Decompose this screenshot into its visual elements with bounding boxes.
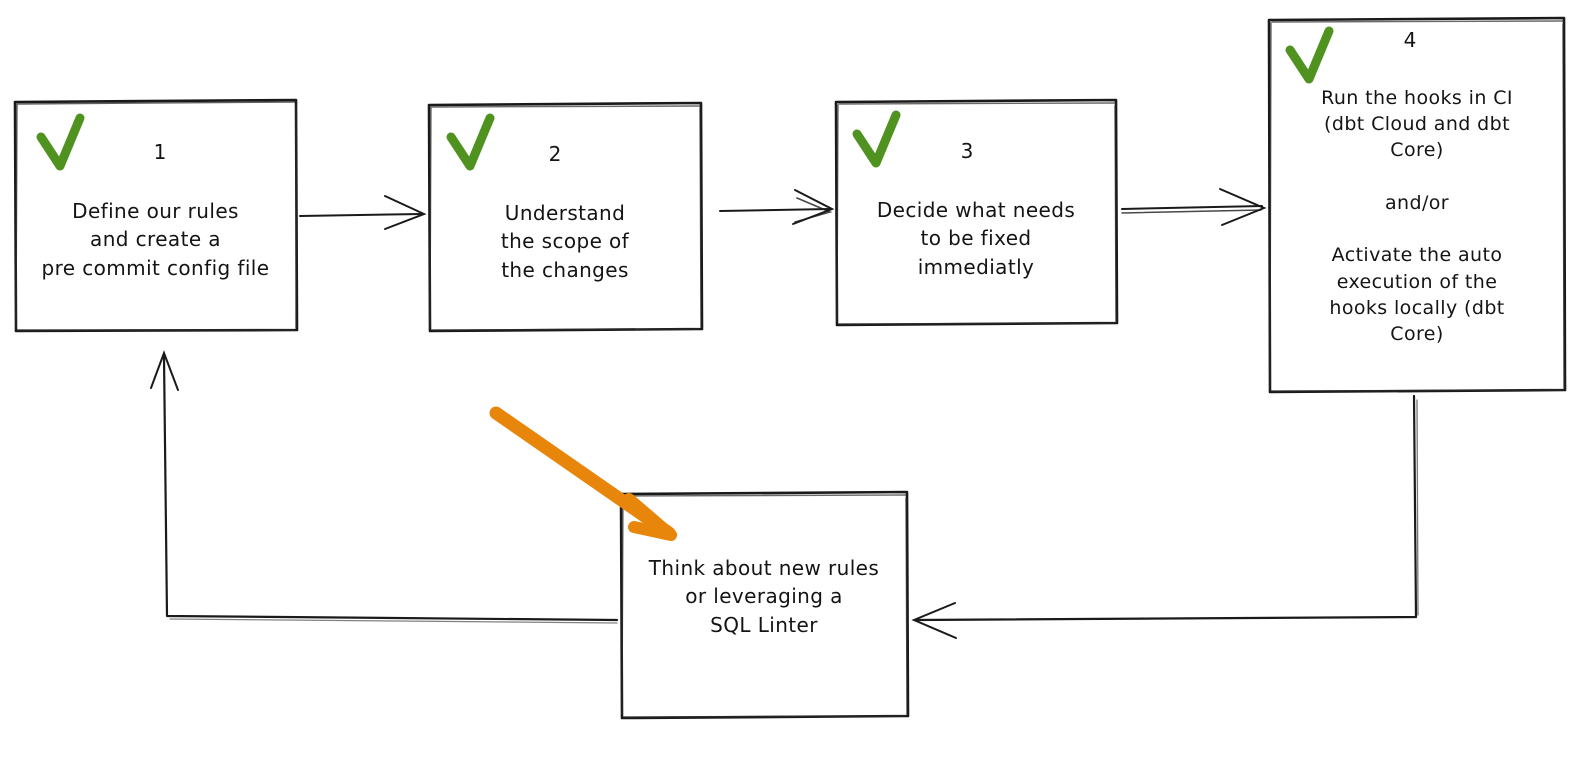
node-step-loop-outline-sketch [621,494,908,718]
node-step-2[interactable] [427,101,704,333]
node-step-3-number: 3 [960,139,974,163]
node-step-2-number: 2 [548,142,562,166]
node-step-1[interactable] [13,98,299,333]
check-icon-step-1 [36,113,85,171]
node-step-3-outline-sketch [836,102,1117,325]
node-step-3[interactable] [834,98,1119,327]
connector-edge-loop-to-1 [150,350,619,624]
node-step-3-outline [834,98,1119,327]
node-step-2-outline [427,101,704,333]
node-step-4-number: 4 [1403,28,1417,52]
check-icon-step-2 [446,113,495,171]
connector-edge-2-to-3 [719,189,835,225]
check-icon-step-4 [1285,26,1334,84]
node-step-2-outline-sketch [429,105,702,331]
node-step-4-outline-sketch [1269,20,1565,392]
node-step-4[interactable] [1267,16,1567,394]
connector-edge-3-to-4 [1121,188,1267,226]
node-step-1-outline-sketch [15,101,297,331]
node-step-1-outline [13,98,299,333]
connector-edge-4-to-loop [911,394,1419,639]
check-icon-step-3 [852,110,901,168]
node-step-loop[interactable] [619,490,910,720]
orange-highlight-arrow [489,406,677,541]
connector-edge-1-to-2 [299,195,427,230]
node-step-1-number: 1 [153,140,167,164]
